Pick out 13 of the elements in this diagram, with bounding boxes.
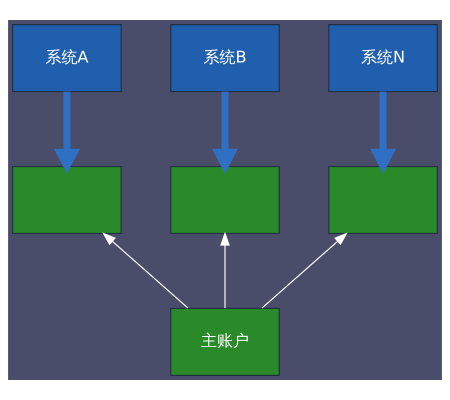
node-box xyxy=(328,166,438,234)
node-box: 系统B xyxy=(170,24,280,92)
arrow xyxy=(212,92,238,174)
node-box xyxy=(12,166,122,234)
arrow xyxy=(102,232,188,309)
arrow xyxy=(54,92,80,174)
arrow xyxy=(370,92,396,174)
arrow xyxy=(262,232,348,309)
node-box: 系统N xyxy=(328,24,438,92)
node-box: 主账户 xyxy=(170,308,280,376)
arrow xyxy=(220,232,230,308)
node-box: 系统A xyxy=(12,24,122,92)
node-box xyxy=(170,166,280,234)
